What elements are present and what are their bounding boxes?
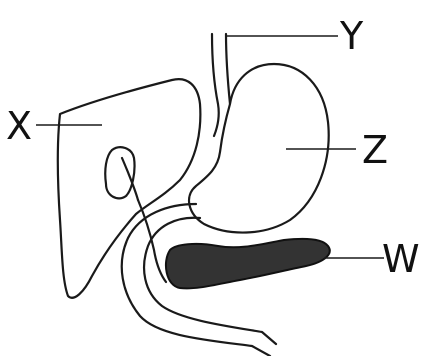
oesophagus-right-wall [226, 34, 230, 104]
label-x: X [6, 104, 32, 148]
gallbladder-outline [105, 147, 134, 198]
oesophagus-left-wall [212, 34, 219, 136]
label-z: Z [362, 128, 388, 172]
pancreas [166, 239, 330, 289]
bile-duct [138, 200, 166, 282]
label-w: W [382, 237, 420, 281]
label-y: Y [339, 14, 364, 58]
